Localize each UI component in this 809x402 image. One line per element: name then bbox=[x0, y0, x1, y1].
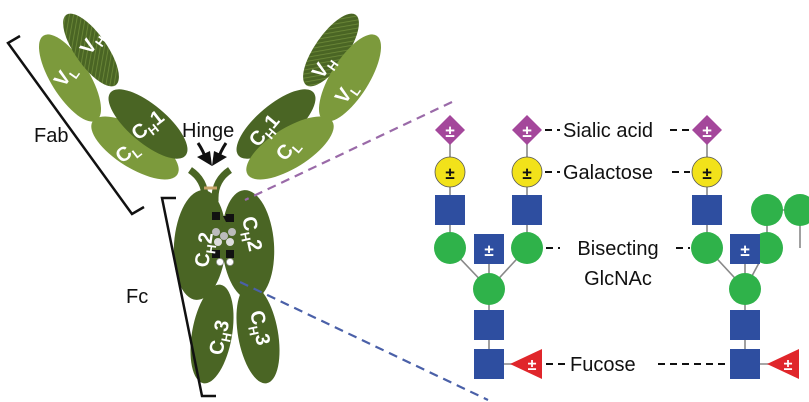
glcnac-label: GlcNAc bbox=[584, 268, 652, 290]
fucose-label: Fucose bbox=[570, 354, 636, 376]
mannose-left-1 bbox=[434, 232, 466, 264]
sialic-acid-label: Sialic acid bbox=[563, 120, 653, 142]
svg-text:±: ± bbox=[740, 241, 749, 260]
ch2-domain-right bbox=[221, 190, 275, 300]
ch3-domain-right bbox=[236, 284, 280, 384]
hinge-arrows bbox=[196, 142, 228, 166]
glcnac-left-core-2 bbox=[474, 349, 504, 379]
fab-bracket bbox=[6, 34, 145, 216]
mannose-left-2 bbox=[511, 232, 543, 264]
sialic-acid-right: ± bbox=[692, 115, 722, 145]
glcnac-right-core-1 bbox=[730, 310, 760, 340]
mannose-left-core bbox=[473, 273, 505, 305]
ch1-domain-right bbox=[236, 89, 316, 159]
bisecting-label: Bisecting bbox=[577, 238, 658, 260]
ch3-label-right: CH3 bbox=[242, 308, 274, 347]
vl-domain-left bbox=[38, 34, 102, 122]
sialic-acid-left-2: ± bbox=[512, 115, 542, 145]
ch2-label-left: CH2 bbox=[191, 231, 221, 269]
ch1-domain-left bbox=[108, 89, 188, 159]
svg-text:±: ± bbox=[702, 164, 711, 183]
label-leaders bbox=[545, 129, 728, 365]
zoom-line-bottom bbox=[239, 281, 489, 401]
mannose-right-core bbox=[729, 273, 761, 305]
glcnac-left-1 bbox=[435, 195, 465, 225]
glcnac-left-core-1 bbox=[474, 310, 504, 340]
fucose-left: ± bbox=[510, 349, 542, 379]
fucose-right: ± bbox=[767, 349, 799, 379]
bisecting-glcnac-right: ± bbox=[730, 234, 760, 264]
svg-text:±: ± bbox=[445, 164, 454, 183]
fab-label: Fab bbox=[34, 125, 68, 147]
glcnac-right-1 bbox=[692, 195, 722, 225]
galactose-left-1: ± bbox=[434, 156, 466, 188]
galactose-right: ± bbox=[691, 156, 723, 188]
fc-label: Fc bbox=[126, 286, 148, 308]
svg-text:±: ± bbox=[445, 122, 454, 141]
vl-domain-right bbox=[318, 34, 382, 122]
hinge-label: Hinge bbox=[182, 120, 234, 142]
glcnac-right-core-2 bbox=[730, 349, 760, 379]
vh-domain-left bbox=[63, 13, 119, 87]
fc-glycan-blob bbox=[212, 212, 236, 266]
svg-text:±: ± bbox=[522, 164, 531, 183]
galactose-left-2: ± bbox=[511, 156, 543, 188]
glcnac-left-2 bbox=[512, 195, 542, 225]
fc-bracket bbox=[160, 196, 216, 398]
mannose-right-branch-2 bbox=[784, 194, 809, 226]
cl-domain-right bbox=[246, 116, 334, 180]
glycan-left: ± ± ± ± ± ± bbox=[434, 115, 543, 379]
cl-domain-left bbox=[91, 116, 179, 180]
svg-text:±: ± bbox=[702, 122, 711, 141]
ch3-label-left: CH3 bbox=[205, 318, 237, 357]
zoom-line-top bbox=[244, 101, 453, 201]
bisecting-glcnac-left: ± bbox=[474, 234, 504, 264]
ch3-domain-left bbox=[190, 284, 234, 384]
svg-text:±: ± bbox=[522, 122, 531, 141]
sialic-acid-left-1: ± bbox=[435, 115, 465, 145]
galactose-label: Galactose bbox=[563, 162, 653, 184]
glycan-right: ± ± ± ± bbox=[691, 115, 809, 379]
mannose-right-1 bbox=[691, 232, 723, 264]
vh-domain-right bbox=[303, 13, 359, 87]
ch2-label-right: CH2 bbox=[234, 214, 266, 253]
svg-text:±: ± bbox=[528, 357, 537, 374]
antibody: VH VL CH1 CL VH VL CH1 CL CH2 CH2 CH3 CH… bbox=[38, 13, 382, 384]
mannose-right-branch-1 bbox=[751, 194, 783, 226]
svg-text:±: ± bbox=[784, 357, 793, 374]
svg-text:±: ± bbox=[484, 241, 493, 260]
